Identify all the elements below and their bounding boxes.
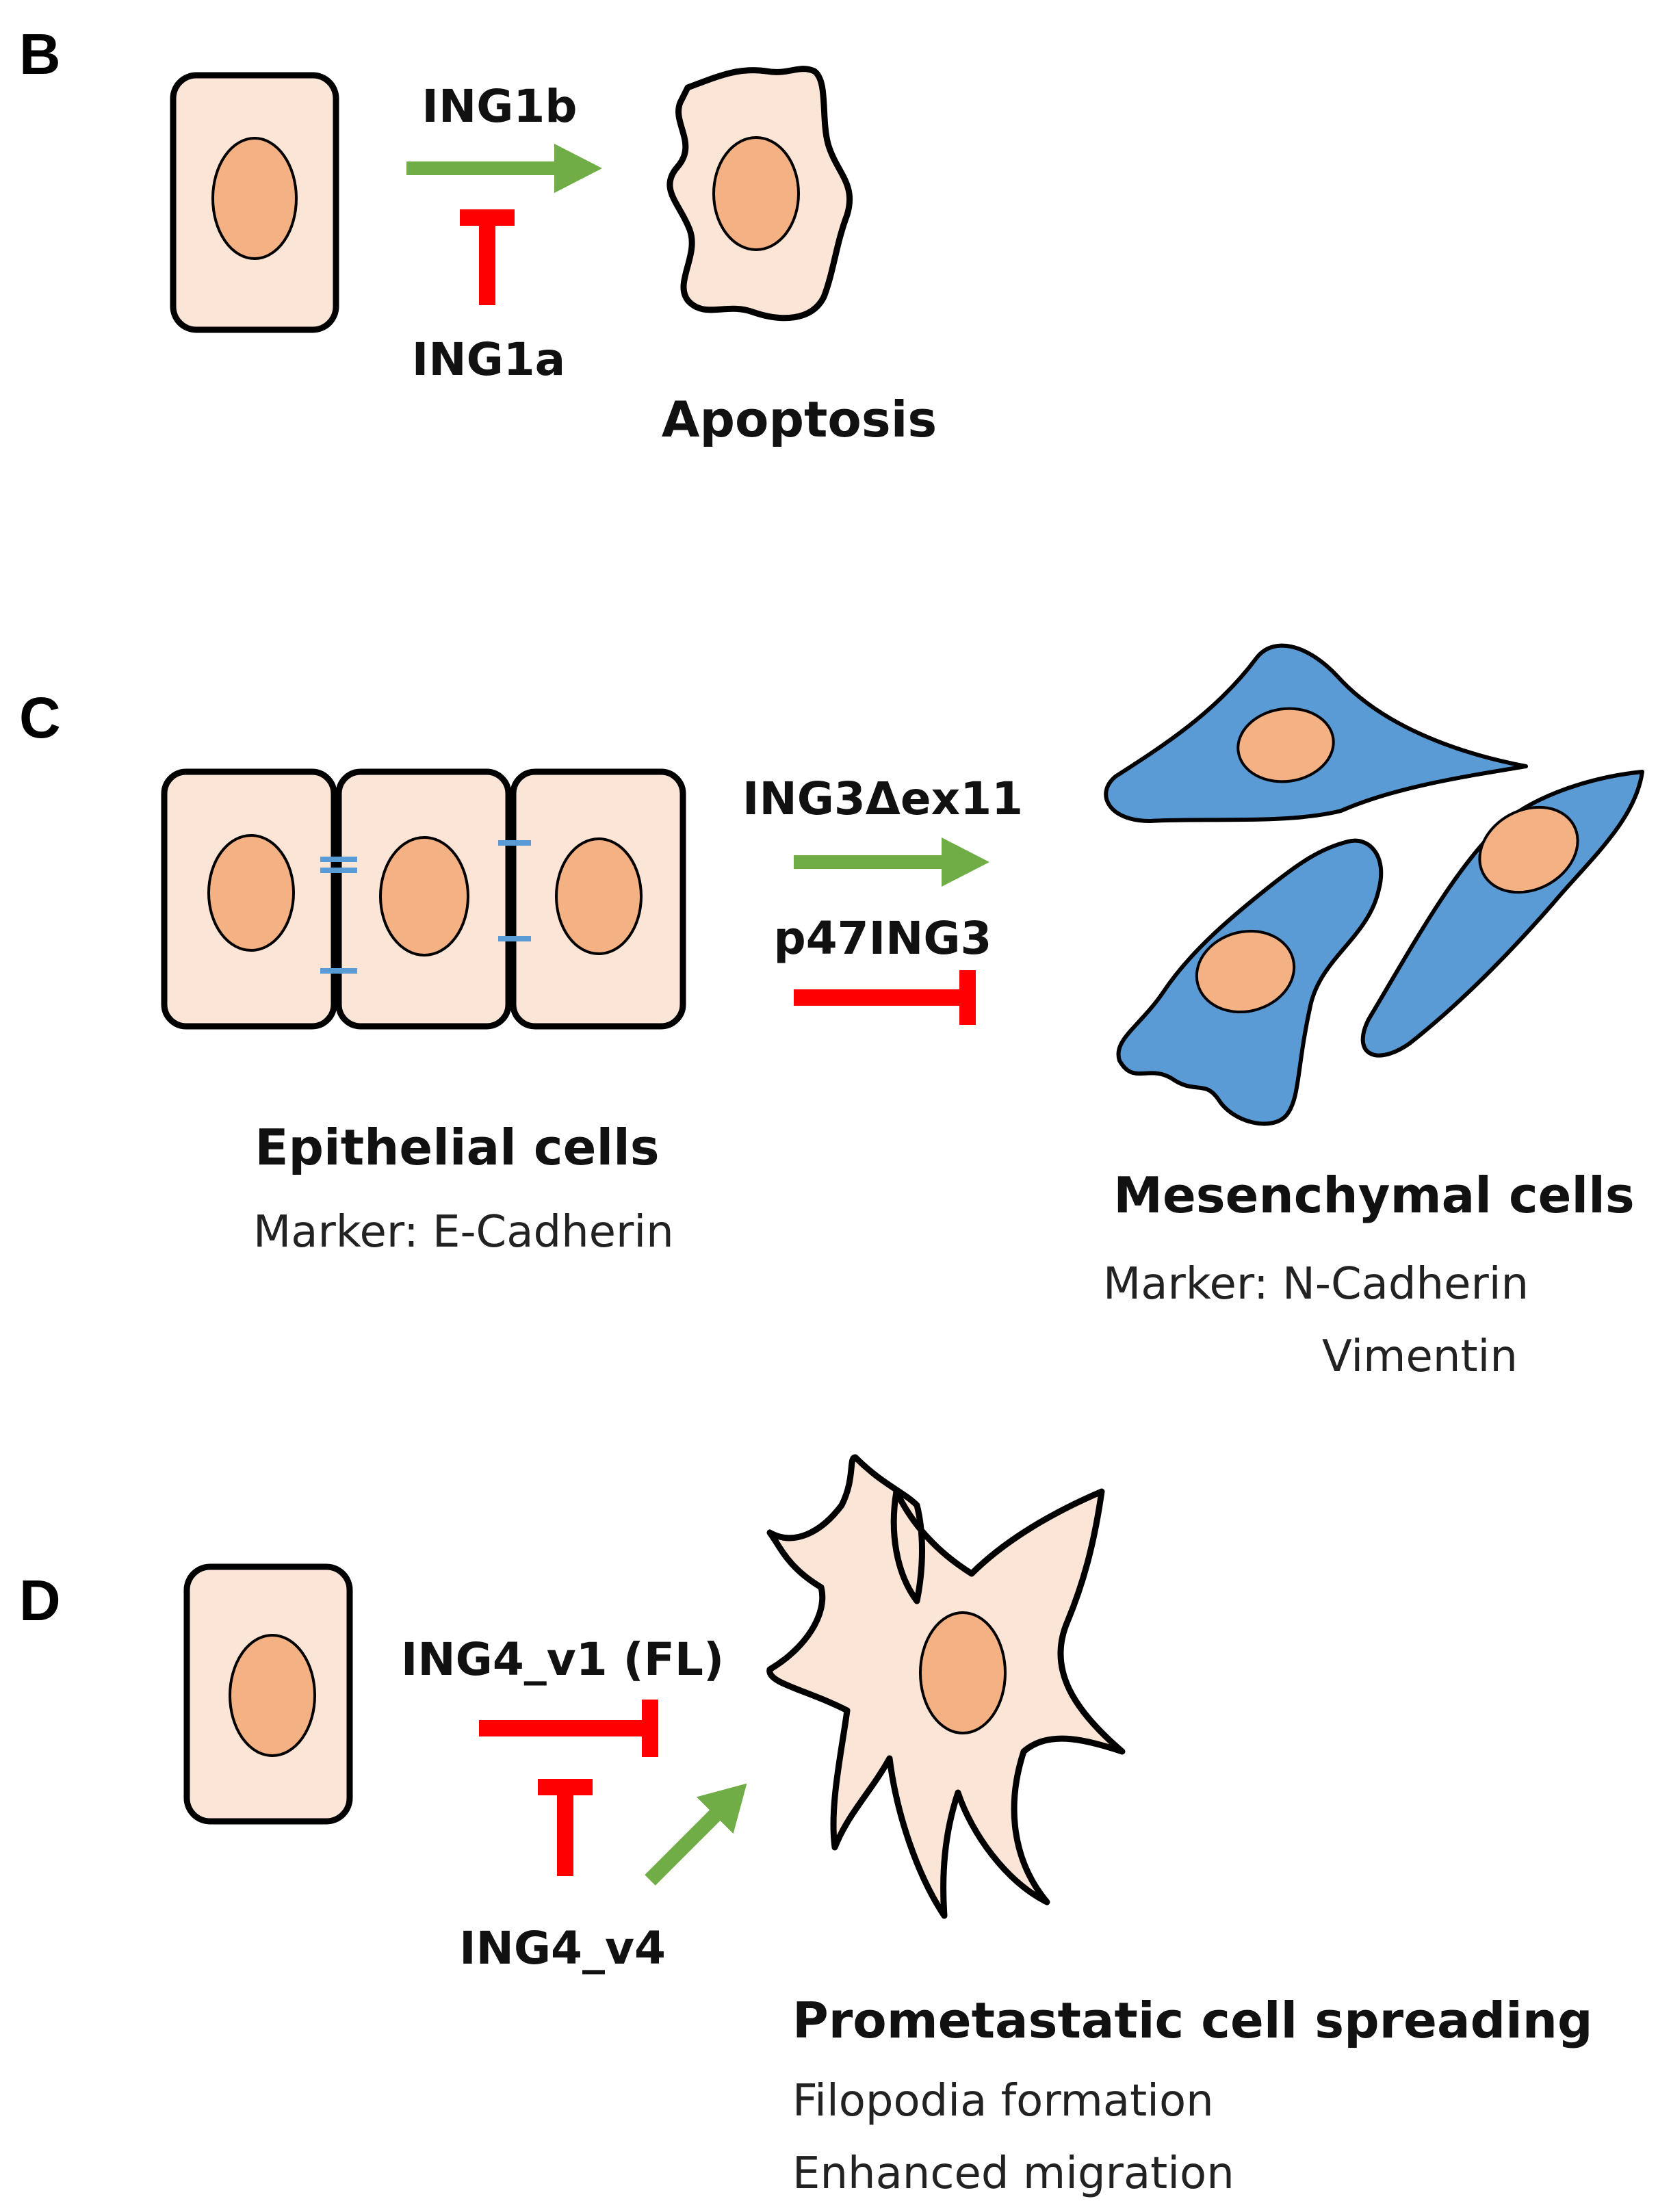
panel-b: B ING1b ING1a Apoptosis xyxy=(19,22,937,448)
emt-inhibition-bar xyxy=(794,970,976,1025)
panel-b-letter: B xyxy=(19,22,61,86)
cell-nucleus xyxy=(211,137,298,260)
mesenchymal-title: Mesenchymal cells xyxy=(1113,1167,1634,1224)
spreading-inhibition-bar xyxy=(479,1700,658,1757)
ing1b-label: ING1b xyxy=(422,80,577,133)
arrow-head xyxy=(942,837,989,887)
inhibit-cap xyxy=(642,1700,658,1757)
emt-activation-arrow xyxy=(794,837,989,887)
mesenchymal-cell-3 xyxy=(1360,770,1644,1058)
ing4v1-label: ING4_v1 (FL) xyxy=(401,1633,724,1686)
arrow-shaft xyxy=(645,1807,723,1886)
mesenchymal-cells xyxy=(1104,643,1644,1126)
inhibit-cap xyxy=(538,1779,593,1795)
ing1a-label: ING1a xyxy=(412,333,565,386)
normal-cell xyxy=(170,72,339,333)
inhibition-bar xyxy=(460,209,515,305)
mesenchymal-marker-1: Marker: N-Cadherin xyxy=(1103,1259,1529,1310)
spreading-cell xyxy=(766,1454,1126,1919)
panel-d-letter: D xyxy=(19,1568,61,1632)
arrow-head xyxy=(696,1783,747,1834)
apoptotic-nucleus xyxy=(712,136,800,251)
inhibit-stem xyxy=(794,989,968,1006)
ing4v4-label: ING4_v4 xyxy=(459,1922,666,1975)
epithelial-nucleus-3 xyxy=(555,837,643,955)
mesenchymal-nucleus-2 xyxy=(1195,929,1296,1014)
activation-arrow xyxy=(406,144,602,193)
arrow-shaft xyxy=(794,855,946,869)
p47ing3-label: p47ING3 xyxy=(774,912,992,965)
epithelial-nucleus-1 xyxy=(207,834,295,952)
mesenchymal-nucleus-1 xyxy=(1236,707,1335,783)
mesenchymal-marker-2: Vimentin xyxy=(1322,1331,1518,1382)
spreading-title: Prometastatic cell spreading xyxy=(792,1992,1593,2049)
migration-label: Enhanced migration xyxy=(792,2148,1234,2199)
apoptosis-label: Apoptosis xyxy=(662,391,937,448)
epithelial-nucleus-2 xyxy=(379,836,469,957)
ing3dex11-label: ING3Δex11 xyxy=(742,772,1023,825)
spreading-activation-arrow xyxy=(645,1783,747,1886)
panel-c-letter: C xyxy=(19,686,61,750)
cell-nucleus xyxy=(229,1634,316,1757)
normal-cell xyxy=(183,1563,353,1825)
panel-c: C Epithelial cells Marker: E-Cadherin IN… xyxy=(19,643,1644,1382)
panel-d: D ING4_v1 (FL) ING4_v4 Prometastatic cel… xyxy=(19,1454,1593,2199)
epithelial-cells xyxy=(161,768,686,1030)
spreading-cell-nucleus xyxy=(919,1611,1007,1734)
mesenchymal-nucleus-3 xyxy=(1478,805,1579,894)
apoptotic-cell xyxy=(666,66,853,322)
arrow-head xyxy=(554,144,602,193)
inhibit-stem xyxy=(479,1720,650,1736)
inhibit-cap xyxy=(959,970,976,1025)
epithelial-title: Epithelial cells xyxy=(255,1119,659,1176)
inhibit-cap xyxy=(460,209,515,226)
arrow-shaft xyxy=(406,161,558,175)
epithelial-marker: Marker: E-Cadherin xyxy=(253,1207,674,1258)
isoform-inhibition-bar xyxy=(538,1779,593,1876)
filopodia-label: Filopodia formation xyxy=(792,2076,1214,2126)
